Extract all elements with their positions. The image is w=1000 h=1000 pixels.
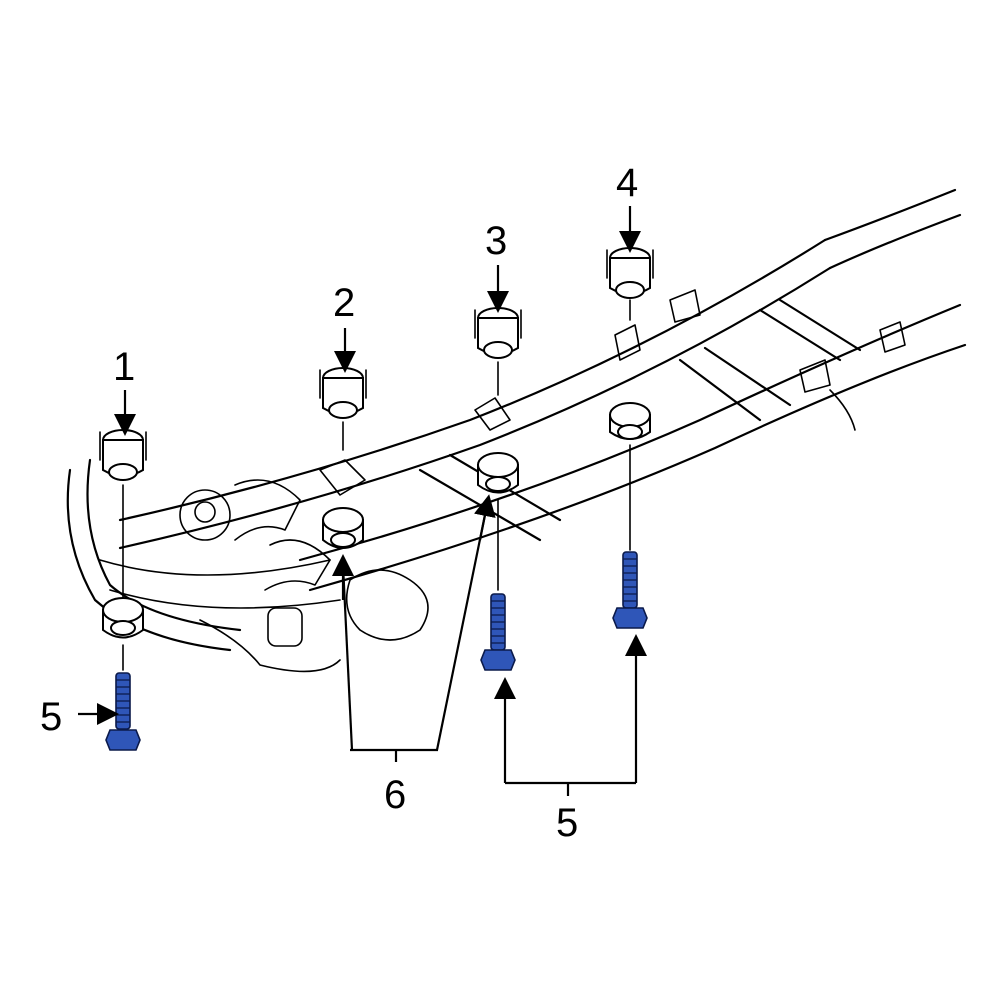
lower-cushion-6b	[477, 452, 519, 494]
callout-5-left: 5	[40, 695, 62, 739]
upper-cushion-3	[474, 307, 522, 359]
bolt-middle	[480, 593, 516, 671]
frame-outline	[66, 188, 967, 673]
upper-cushion-2	[319, 367, 367, 419]
callout-4: 4	[616, 161, 638, 205]
callout-2: 2	[333, 281, 355, 325]
callout-5-right: 5	[556, 801, 578, 845]
upper-cushion-1	[99, 429, 147, 481]
lower-cushion-6a	[322, 507, 364, 549]
bolt-front	[105, 672, 141, 751]
callout-1: 1	[113, 345, 135, 389]
upper-cushion-4	[606, 247, 654, 299]
lower-cushion-rear	[609, 402, 651, 440]
callout-3: 3	[485, 219, 507, 263]
centerlines	[122, 299, 631, 671]
lower-cushion-front	[102, 597, 144, 639]
callout-6: 6	[384, 773, 406, 817]
callout-arrows	[78, 206, 647, 796]
bolt-rear	[612, 551, 648, 629]
